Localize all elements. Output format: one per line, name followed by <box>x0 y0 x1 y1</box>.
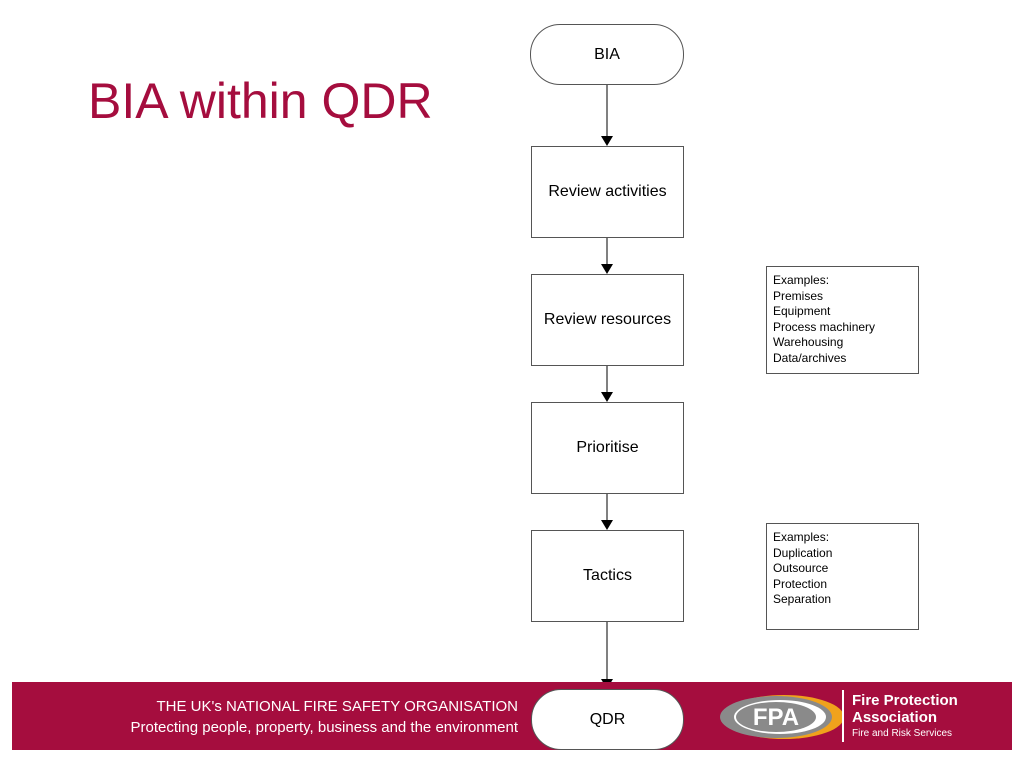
note-item: Duplication <box>773 545 833 560</box>
note-item: Process machinery <box>773 319 876 334</box>
footer-tagline: THE UK's NATIONAL FIRE SAFETY ORGANISATI… <box>131 696 518 738</box>
note-item: Outsource <box>773 561 829 575</box>
flow-step-label: Tactics <box>583 567 632 584</box>
flow-step-prioritise: Prioritise <box>531 402 684 494</box>
flow-step-label: Review resources <box>543 311 672 328</box>
logo-divider <box>842 690 844 742</box>
flow-step-review-resources: Review resources <box>531 274 684 366</box>
footer-line-2: Protecting people, property, business an… <box>130 719 518 736</box>
note-item: Data/archives <box>773 350 847 365</box>
note-item: Separation <box>773 592 832 606</box>
note-item: Equipment <box>773 304 831 318</box>
note-heading: Examples: <box>773 273 830 287</box>
flow-step-review-activities: Review activities <box>531 146 684 238</box>
brand-name-line-2: Association <box>852 709 938 726</box>
note-item: Protection <box>773 576 828 591</box>
footer-line-1: THE UK's NATIONAL FIRE SAFETY ORGANISATI… <box>156 698 518 715</box>
brand-subtitle: Fire and Risk Services <box>852 728 953 739</box>
flow-step-tactics: Tactics <box>531 530 684 622</box>
footer-banner: THE UK's NATIONAL FIRE SAFETY ORGANISATI… <box>12 682 1012 750</box>
flow-step-label: Prioritise <box>576 439 639 456</box>
note-heading: Examples: <box>773 530 830 544</box>
note-item: Premises <box>773 288 824 303</box>
brand-block: Fire Protection Association Fire and Ris… <box>852 692 958 739</box>
flow-start-label: BIA <box>594 45 620 63</box>
slide-title: BIA within QDR <box>88 73 433 129</box>
flow-end-label: QDR <box>589 710 626 728</box>
tactics-examples-note: Examples: Duplication Outsource Protecti… <box>766 523 919 630</box>
flow-start-bia: BIA <box>530 24 684 85</box>
fpa-logo-icon: FPA <box>720 695 844 739</box>
brand-name-line-1: Fire Protection <box>852 692 958 709</box>
logo-lettering: FPA <box>753 704 799 731</box>
note-item: Warehousing <box>773 335 844 349</box>
flow-end-qdr: QDR <box>531 689 684 750</box>
flow-step-label: Review activities <box>548 183 667 200</box>
resources-examples-note: Examples: Premises Equipment Process mac… <box>766 266 919 374</box>
